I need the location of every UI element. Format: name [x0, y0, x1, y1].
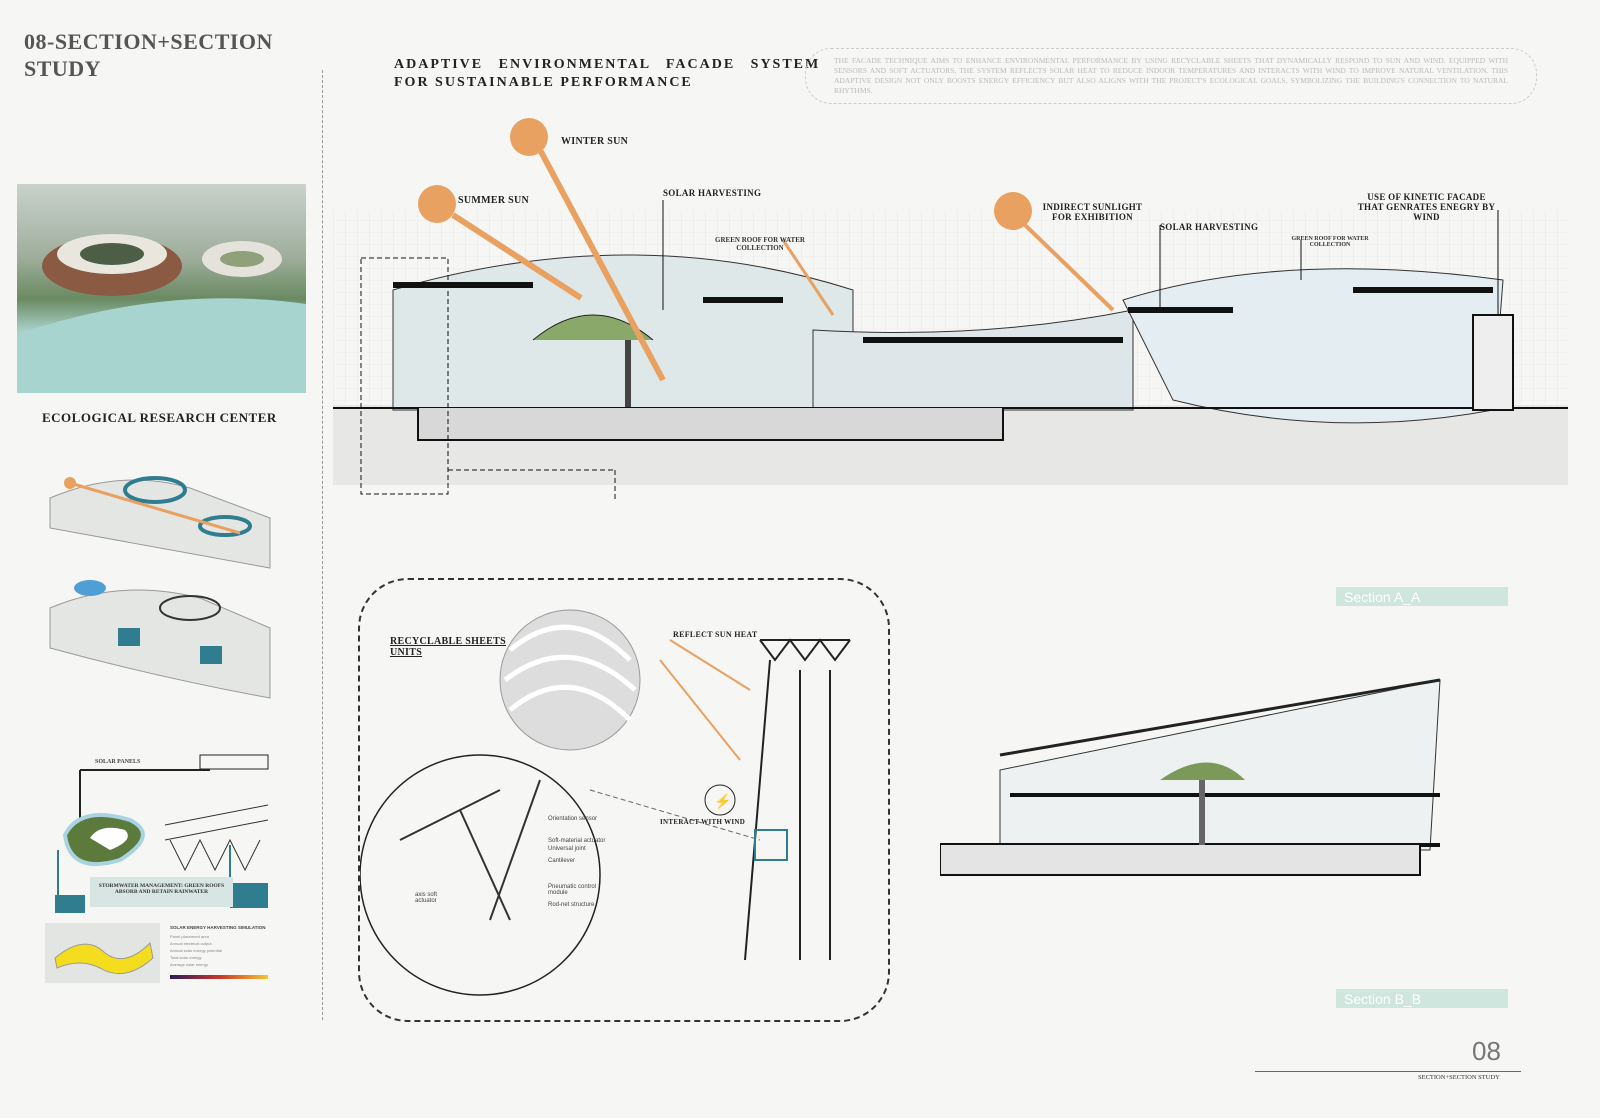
stormwater-label: STORMWATER MANAGEMENT: GREEN ROOFS ABSOR…: [90, 877, 233, 907]
stormwater-diagram: SOLAR PANELS STORMWATER MANAGEMENT: GREE…: [40, 745, 272, 985]
component-orientation-sensor: Orientation sensor: [548, 816, 598, 822]
page-number: 08: [1472, 1036, 1501, 1066]
reflect-sun-heat-label: REFLECT SUN HEAT: [673, 630, 758, 639]
section-b-label: Section B_B: [1336, 989, 1508, 1008]
section-a-label: Section A_A: [1336, 587, 1508, 606]
render-illustration: [17, 234, 306, 393]
simulation-row: Average solar energy: [170, 962, 208, 967]
simulation-image: [45, 923, 160, 983]
green-roof-label-2: GREEN ROOF FOR WATER COLLECTION: [1291, 236, 1369, 248]
section-a-drawing: [333, 118, 1568, 500]
kinetic-facade-label: USE OF KINETIC FACADE THAT GENRATES ENEG…: [1357, 192, 1496, 222]
main-title-line-1: ADAPTIVE ENVIRONMENTAL FACADE SYSTEM: [394, 57, 821, 72]
recyclable-sheets-label: RECYCLABLE SHEETS UNITS: [390, 636, 506, 658]
component-soft-material-actuator: Soft-material actuator: [548, 838, 606, 844]
page-subtitle: SECTION+SECTION STUDY: [1418, 1074, 1500, 1081]
component-pneumatic-module: Pneumatic control module: [548, 884, 597, 896]
indirect-sunlight-label: INDIRECT SUNLIGHT FOR EXHIBITION: [1042, 202, 1143, 222]
roof-detail-drawing: [55, 754, 269, 913]
winter-sun-label: WINTER SUN: [561, 136, 629, 147]
description-paragraph: THE FACADE TECHNIQUE AIMS TO ENHANCE ENV…: [805, 48, 1537, 104]
massing-diagrams: [49, 476, 271, 699]
project-render-image: [17, 184, 306, 393]
simulation-row: Total solar energy: [170, 955, 202, 960]
facade-detail-drawing: ⚡: [360, 609, 851, 996]
component-cantilever: Cantilever: [548, 858, 576, 864]
green-roof-label: GREEN ROOF FOR WATER COLLECTION: [715, 236, 805, 252]
simulation-row: Annual solar energy potential: [170, 948, 222, 953]
axis-soft-actuator-label: axis soft actuator: [415, 892, 438, 904]
footer-rule: [1255, 1071, 1521, 1072]
title-line-1: 08-SECTION+SECTION: [24, 29, 273, 54]
solar-harvesting-label-2: SOLAR HARVESTING: [1160, 222, 1259, 232]
interact-with-wind-label: INTERACT WITH WIND: [660, 818, 746, 826]
solar-harvesting-label: SOLAR HARVESTING: [663, 188, 762, 198]
facade-detail-callout: ⚡ RECYCLABLE SHEETS UNITS REFLECT SUN HE…: [358, 578, 890, 1022]
main-title: ADAPTIVE ENVIRONMENTAL FACADE SYSTEM FOR …: [394, 56, 820, 92]
component-universal-joint: Universal joint: [548, 846, 586, 852]
main-title-line-2: FOR SUSTAINABLE PERFORMANCE: [394, 75, 693, 90]
simulation-title: SOLAR ENERGY HARVESTING SIMULATION: [170, 925, 266, 930]
title-line-2: STUDY: [24, 56, 102, 81]
simulation-row: Panel placement area: [170, 934, 209, 939]
simulation-row: Annual electrical output: [170, 941, 212, 946]
summer-sun-label: SUMMER SUN: [458, 195, 530, 206]
column-divider: [322, 70, 323, 1020]
solar-panels-label: SOLAR PANELS: [95, 759, 141, 765]
energy-scale-bar: [170, 975, 268, 979]
component-rod-net: Rod-net structure: [548, 902, 595, 908]
section-b-drawing: [940, 678, 1441, 876]
project-caption: ECOLOGICAL RESEARCH CENTER: [42, 410, 277, 425]
lightning-icon: ⚡: [714, 793, 731, 810]
